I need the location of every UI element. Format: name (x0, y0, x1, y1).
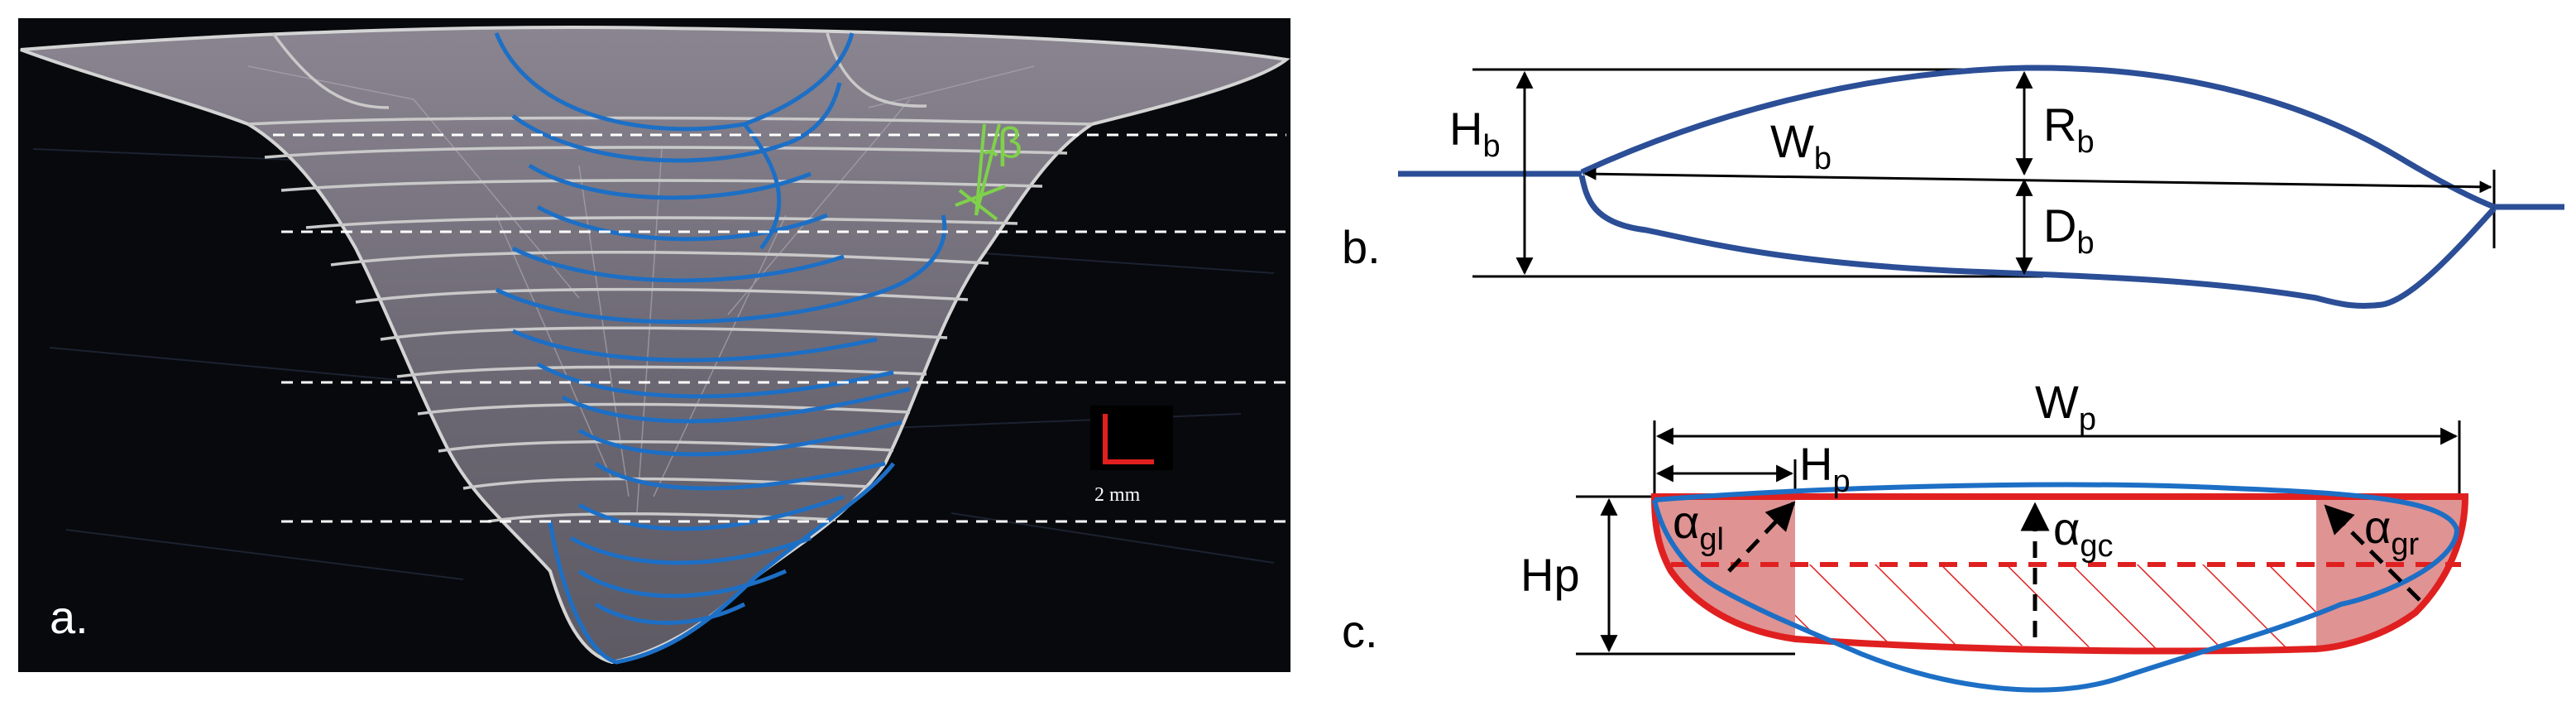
melt-pool-profile (1652, 482, 2460, 693)
height-label: Hb (1449, 103, 1501, 164)
right-angle-arrow (2324, 504, 2421, 602)
pool-model-outline (1650, 493, 2469, 655)
bead-bottom-profile (1578, 175, 2497, 310)
scale-bar: 2 mm (1090, 406, 1173, 506)
panel-b-bead-geometry: Hb Wb Rb Db b. (1342, 65, 2564, 310)
reinforcement-label: Rb (2043, 98, 2095, 160)
left-angle-arrow (1727, 501, 1796, 573)
beta-angle-label: β (998, 119, 1022, 167)
depth-label: Db (2043, 199, 2095, 261)
central-hatched-region (1795, 564, 2316, 648)
right-angle-label: αgr (2364, 501, 2420, 562)
scale-bar-label: 2 mm (1094, 484, 1141, 506)
panel-c-label: c. (1342, 605, 1378, 657)
width-dimension-arrow (1583, 167, 2492, 194)
panel-a-micrograph: β 2 mm a. (18, 18, 1290, 672)
center-angle-label: αgc (2053, 502, 2114, 564)
left-angle-label: αgl (1673, 496, 1724, 557)
pool-height-label: Hp (1520, 549, 1580, 601)
grain-angle-marker (955, 123, 1006, 221)
panel-c-pool-model: Wp Hp Hp αgl αgc αgr c. (1342, 376, 2469, 693)
width-label: Wb (1770, 115, 1831, 176)
left-angled-region (1654, 497, 1795, 637)
layer-boundaries (247, 31, 1093, 523)
panel-a-label: a. (50, 591, 89, 643)
panel-b-label: b. (1342, 221, 1381, 273)
pool-width-label: Wp (2035, 376, 2096, 437)
layer-height-markers (273, 133, 1286, 523)
melt-pool-boundaries (494, 32, 947, 665)
half-width-label: Hp (1799, 438, 1851, 499)
